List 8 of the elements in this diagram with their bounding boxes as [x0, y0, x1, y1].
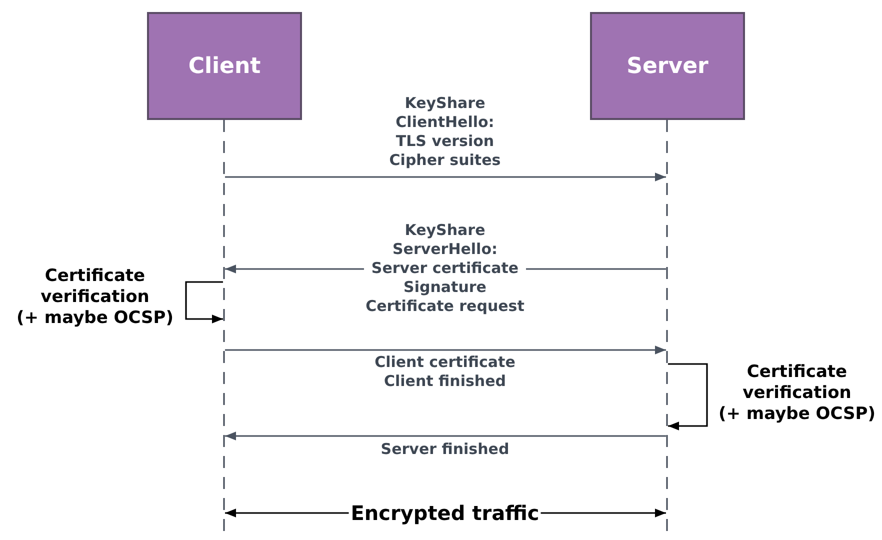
edge-label: KeyShare ServerHello: Server certificate Signature Certificate request — [364, 221, 526, 316]
participant-name: Client — [188, 54, 261, 78]
participant-name: Server — [626, 54, 708, 78]
message-arrow — [225, 172, 666, 182]
message-arrow — [668, 363, 708, 430]
message-arrow — [185, 281, 223, 324]
message-arrow — [225, 346, 666, 354]
message-arrow — [225, 432, 666, 440]
